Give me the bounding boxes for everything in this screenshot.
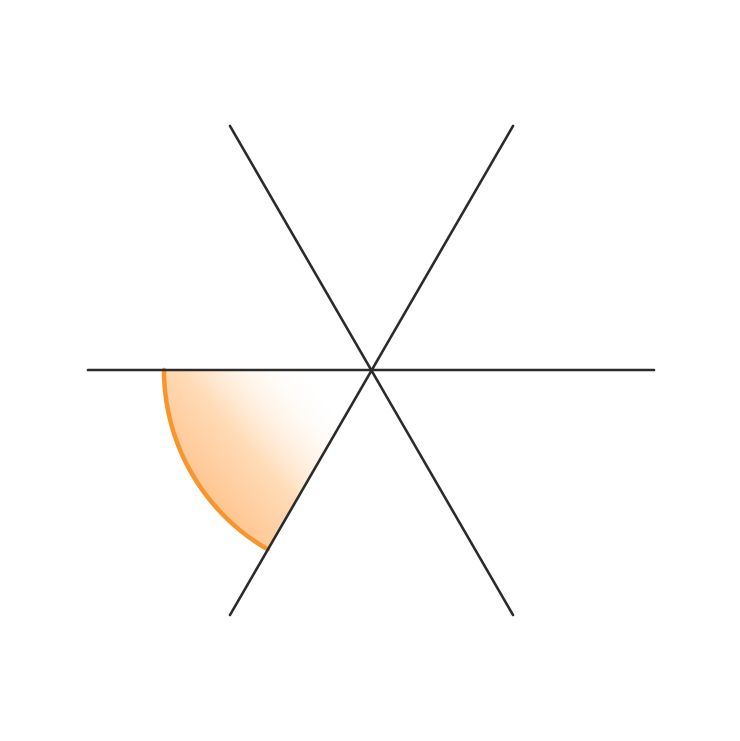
diagonal-line-120 [228, 124, 515, 617]
angle-sector-fill [164, 370, 371, 550]
angle-arc [161, 367, 270, 552]
